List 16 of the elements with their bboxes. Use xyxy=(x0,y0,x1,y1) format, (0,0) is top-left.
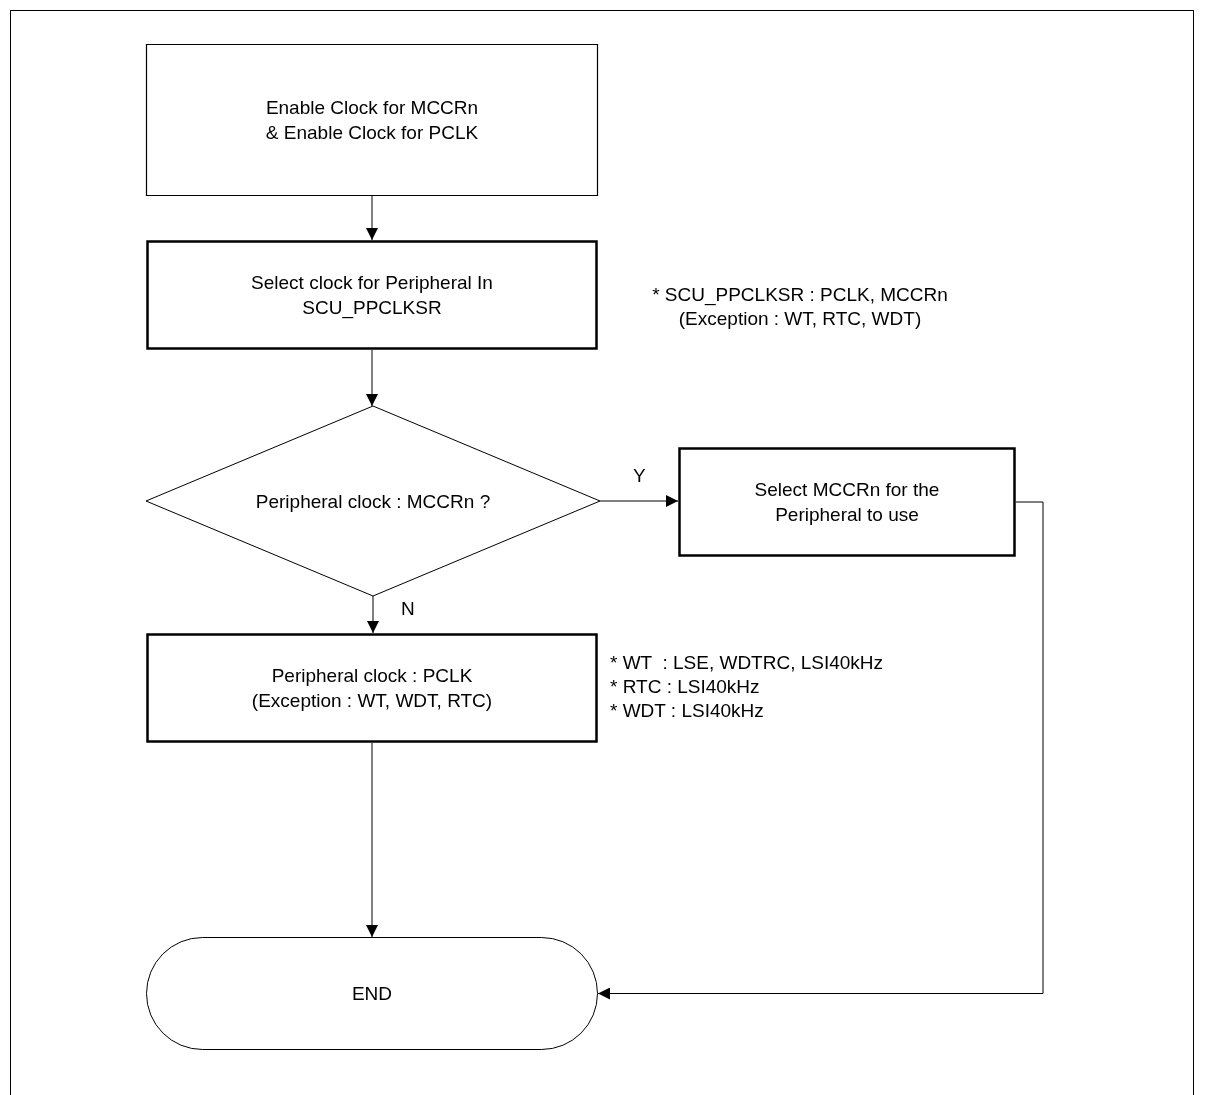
note-text: * WT : LSE, WDTRC, LSI40kHz xyxy=(610,651,885,675)
node-text: Enable Clock for MCCRn & Enable Clock for PCLK xyxy=(264,96,480,145)
arrow xyxy=(366,742,378,938)
note-text: * SCU_PPCLKSR : PCLK, MCCRn (Exception : WT, RTC, WDT) xyxy=(651,283,949,331)
node-text: END xyxy=(350,982,394,1006)
note-text: * RTC : LSI40kHz xyxy=(610,675,761,699)
arrow xyxy=(597,501,1044,1000)
note-text: * WDT : LSI40kHz xyxy=(610,699,765,723)
arrow xyxy=(599,495,679,507)
arrow xyxy=(366,195,378,241)
arrow xyxy=(367,595,379,634)
arrow xyxy=(366,349,378,407)
node-text: Select clock for Peripheral In SCU_PPCLKSR xyxy=(250,271,494,320)
node-text: Peripheral clock : PCLK (Exception : WT, WDT, RTC) xyxy=(250,664,494,713)
node-text: Peripheral clock : MCCRn ? xyxy=(254,489,492,514)
node-text: Select MCCRn for the Peripheral to use xyxy=(753,478,941,527)
